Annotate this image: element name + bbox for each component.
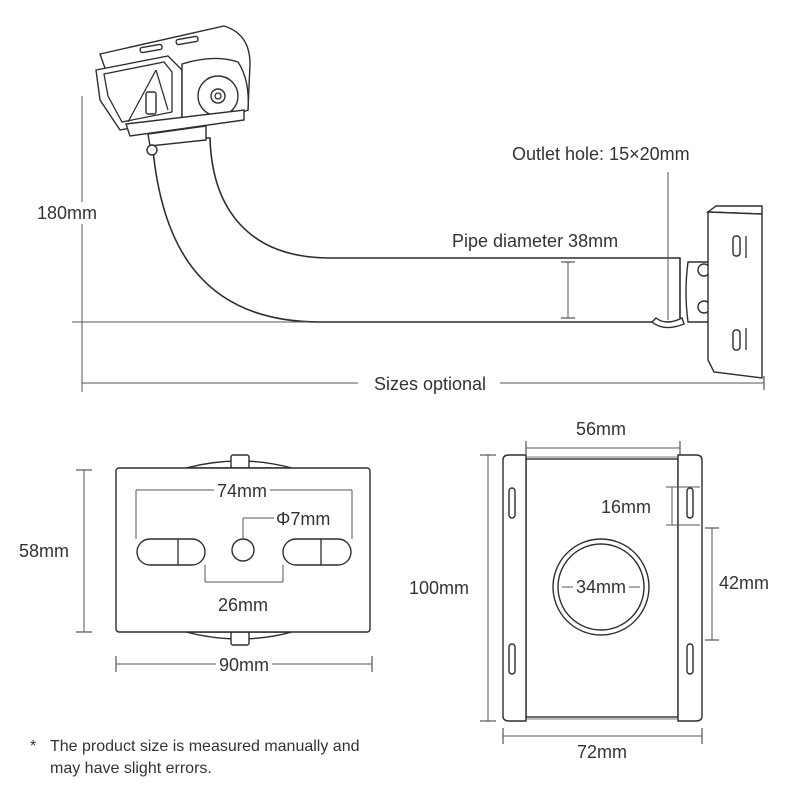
wall-plate-width-label: 72mm [573, 741, 631, 763]
wall-plate-inner-width-label: 56mm [575, 419, 627, 439]
side-length-label: Sizes optional [370, 373, 490, 395]
wall-plate-slot-spacing-label: 42mm [716, 572, 773, 594]
side-height-label: 180mm [34, 202, 101, 224]
footnote-bullet: * [30, 738, 37, 755]
side-wall-plate [705, 205, 763, 379]
pipe-diameter-label: Pipe diameter 38mm [452, 231, 619, 251]
side-view-bracket [72, 25, 765, 392]
wall-plate-hole-diameter-label: 34mm [572, 576, 630, 598]
wall-plate-slot-length-label: 16mm [598, 496, 655, 518]
top-plate-height-label: 58mm [16, 540, 73, 562]
top-plate-width-label: 90mm [215, 654, 273, 676]
top-plate-center-hole-label: Φ7mm [276, 509, 331, 529]
top-plate-hole-spacing-label: 74mm [213, 480, 271, 502]
top-plate-slot-gap-label: 26mm [217, 595, 269, 615]
camera-head [95, 25, 251, 156]
wall-plate-height-label: 100mm [406, 577, 473, 599]
arm-pipe [151, 137, 681, 323]
footnote-line-2: may have slight errors. [50, 760, 212, 777]
top-plate [76, 454, 373, 672]
outlet-hole-label: Outlet hole: 15×20mm [512, 144, 690, 164]
footnote-line-1: The product size is measured manually an… [50, 738, 360, 755]
